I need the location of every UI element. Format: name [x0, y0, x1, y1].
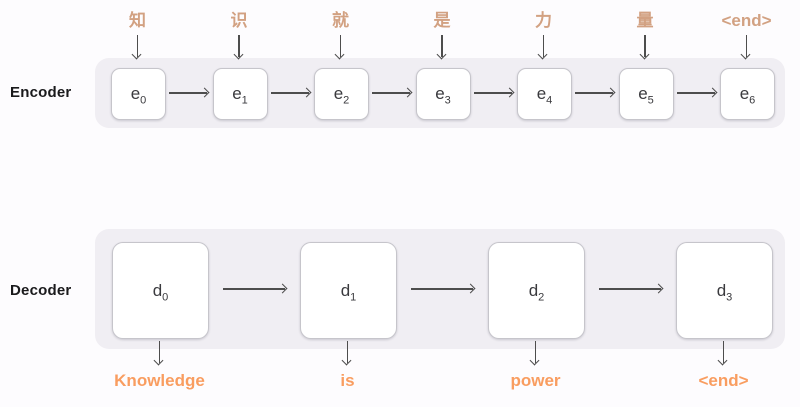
arrow-right-icon [410, 288, 473, 290]
encoder-box-label: e1 [232, 84, 248, 107]
encoder-box: e0 [111, 68, 166, 120]
arrow-down-icon [722, 341, 725, 363]
arrow-right-icon [676, 92, 715, 94]
arrow-right-icon [473, 92, 512, 94]
encoder-box-label: e0 [130, 84, 147, 107]
arrow-right-icon [270, 92, 309, 94]
encoder-box-label: e4 [536, 84, 553, 107]
encoder-box-label: e5 [638, 84, 654, 107]
decoder-box: d1 [300, 242, 397, 339]
encoder-input-token: 知 [129, 11, 146, 30]
arrow-down-icon [745, 35, 748, 57]
encoder-box: e1 [212, 68, 268, 120]
decoder-output-token: power [510, 371, 561, 390]
encoder-box-label: e3 [435, 84, 451, 107]
arrow-down-icon [158, 341, 161, 363]
arrow-down-icon [644, 35, 646, 57]
decoder-label: Decoder [10, 282, 72, 299]
decoder-box: d0 [112, 242, 209, 339]
encoder-input-token: 力 [535, 11, 552, 30]
arrow-right-icon [169, 92, 208, 94]
decoder-output-token: <end> [698, 371, 749, 390]
arrow-down-icon [441, 35, 443, 57]
encoder-box-label: e6 [739, 84, 756, 107]
decoder-box: d3 [676, 242, 773, 339]
arrow-right-icon [575, 92, 614, 94]
arrow-right-icon [598, 288, 661, 290]
arrow-down-icon [534, 341, 537, 363]
arrow-down-icon [136, 35, 139, 57]
arrow-down-icon [339, 35, 342, 57]
encoder-input-token: <end> [721, 11, 772, 30]
encoder-box: e2 [314, 68, 369, 120]
decoder-output-token: is [340, 371, 355, 390]
encoder-input-token: 是 [433, 11, 451, 30]
encoder-input-token: 识 [230, 11, 248, 30]
decoder-box: d2 [488, 242, 585, 339]
encoder-box: e4 [517, 68, 572, 120]
encoder-box: e5 [618, 68, 674, 120]
encoder-label: Encoder [10, 84, 72, 101]
arrow-right-icon [222, 288, 285, 290]
decoder-output-token: Knowledge [114, 371, 205, 390]
arrow-down-icon [346, 341, 349, 363]
decoder-box-label: d1 [340, 280, 357, 303]
arrow-down-icon [542, 35, 545, 57]
encoder-input-token: 就 [332, 11, 349, 30]
decoder-box-label: d0 [152, 280, 169, 303]
encoder-input-token: 量 [636, 11, 654, 30]
encoder-box: e3 [415, 68, 471, 120]
encoder-box: e6 [720, 68, 775, 120]
decoder-box-label: d3 [716, 280, 733, 303]
arrow-down-icon [238, 35, 240, 57]
arrow-right-icon [372, 92, 411, 94]
decoder-box-label: d2 [528, 280, 545, 303]
encoder-box-label: e2 [333, 84, 350, 107]
